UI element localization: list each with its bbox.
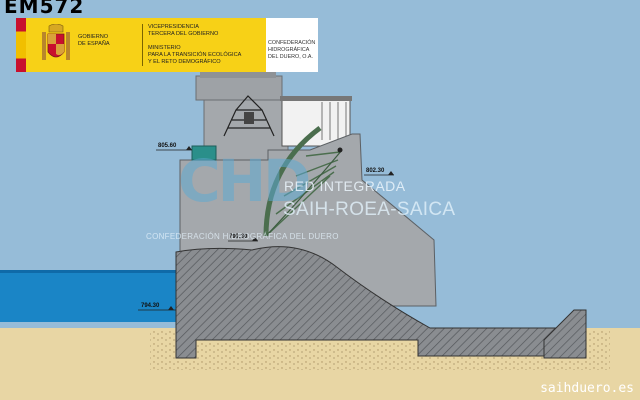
sector-gate [263,125,322,237]
tower-roof-block [195,75,283,101]
government-label: Gobierno de España [78,34,110,47]
coat-of-arms-icon [42,24,70,60]
ministry-label: Ministerio para la Transición Ecológica … [148,45,242,65]
banner-divider [142,24,143,66]
elevation-crest: 805.60 [158,143,177,149]
systems-watermark: SAIH-ROEA-SAICA [283,199,456,220]
institutional-banner: Gobierno de España Vicepresidencia Terce… [16,18,318,72]
intake-box [191,145,217,161]
government-panel: Gobierno de España Vicepresidencia Terce… [26,18,266,72]
reservoir-water [0,272,176,322]
network-watermark: RED INTEGRADA [284,178,406,194]
chd-label: Confederación Hidrográfica del Duero, O.… [268,40,316,60]
end-sill [543,309,587,359]
site-url: saihduero.es [540,381,634,396]
machinery-house [281,99,351,147]
reservoir-surface [0,270,176,273]
vicepresidency-label: Vicepresidencia Tercera del Gobierno [148,24,219,37]
foundation-rock [175,246,587,359]
flag-strip [16,18,26,72]
chd-watermark: CHD [178,147,311,215]
elevation-water: 794.30 [141,303,160,309]
elevation-gate: 802.30 [366,168,385,174]
elevation-sill: 799.30 [229,234,248,240]
station-code: EM572 [4,0,85,18]
org-watermark: CONFEDERACIÓN HIDROGRÁFICA DEL DUERO [146,232,339,241]
machinery-roof [280,96,352,101]
crane-frame [223,95,275,137]
tower-cap [200,70,276,78]
